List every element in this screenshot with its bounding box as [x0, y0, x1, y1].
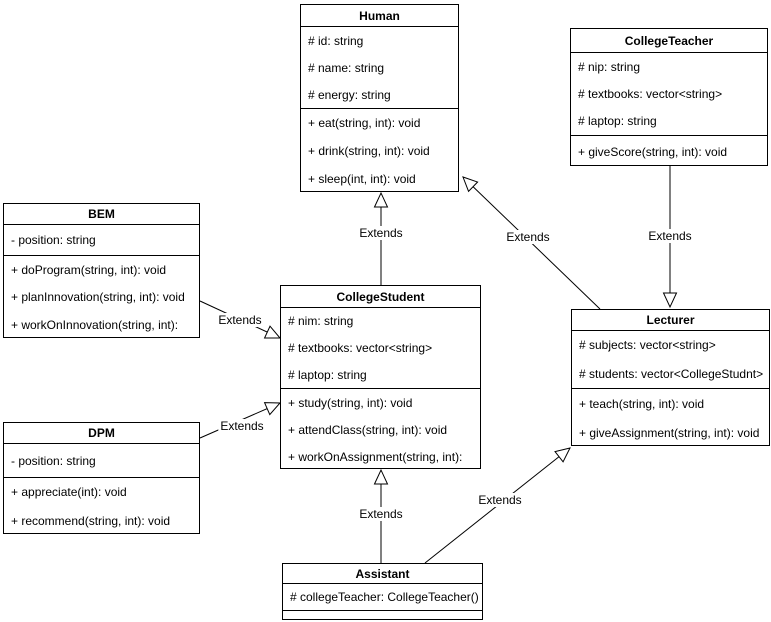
class-method: + planInnovation(string, int): void: [11, 290, 185, 305]
class-method: + workOnInnovation(string, int):: [11, 318, 179, 333]
class-attribute: # id: string: [308, 33, 364, 48]
class-name-bem: BEM: [4, 204, 199, 225]
class-box-assistant[interactable]: Assistant # collegeTeacher: CollegeTeache…: [282, 563, 483, 620]
methods-compartment: [283, 611, 482, 621]
class-name-human: Human: [301, 5, 458, 27]
class-method: + appreciate(int): void: [11, 485, 127, 500]
attributes-compartment: - position: string: [4, 225, 199, 256]
class-attribute: # subjects: vector<string>: [579, 338, 716, 353]
attributes-compartment: # id: string # name: string # energy: stri…: [301, 27, 458, 109]
class-attribute: # laptop: string: [288, 367, 367, 382]
class-method: + recommend(string, int): void: [11, 513, 171, 528]
class-method: + doProgram(string, int): void: [11, 262, 167, 277]
edge-label-assistant-extends-collegestudent: Extends: [357, 507, 405, 521]
class-name-lecturer: Lecturer: [572, 310, 769, 331]
edge-label-dpm-extends-collegestudent: Extends: [218, 419, 266, 433]
edge-label-collegeteacher-extends-lecturer: Extends: [646, 229, 694, 243]
class-attribute: # collegeTeacher: CollegeTeacher(): [290, 590, 479, 604]
class-box-dpm[interactable]: DPM - position: string + appreciate(int): …: [3, 422, 200, 534]
class-attribute: - position: string: [11, 233, 96, 247]
class-box-human[interactable]: Human # id: string # name: string # energy:…: [300, 4, 459, 192]
class-attribute: # textbooks: vector<string>: [578, 86, 723, 101]
methods-compartment: + appreciate(int): void + recommend(strin…: [4, 478, 199, 535]
class-box-bem[interactable]: BEM - position: string + doProgram(string,…: [3, 203, 200, 338]
class-box-lecturer[interactable]: Lecturer # subjects: vector<string> # stud…: [571, 309, 770, 446]
edge-label-lecturer-extends-human: Extends: [504, 230, 552, 244]
class-name-dpm: DPM: [4, 423, 199, 444]
class-attribute: # energy: string: [308, 87, 391, 102]
attributes-compartment: # collegeTeacher: CollegeTeacher(): [283, 584, 482, 611]
class-name-assistant: Assistant: [283, 564, 482, 584]
class-attribute: # students: vector<CollegeStudnt>: [579, 366, 764, 381]
edge-label-assistant-extends-lecturer: Extends: [476, 493, 524, 507]
class-name-college-student: CollegeStudent: [281, 286, 480, 308]
attributes-compartment: # nim: string # textbooks: vector<string>…: [281, 308, 480, 389]
class-method: + giveAssignment(string, int): void: [579, 425, 760, 440]
class-box-college-teacher[interactable]: CollegeTeacher # nip: string # textbooks: …: [570, 28, 768, 166]
methods-compartment: + teach(string, int): void + giveAssignme…: [572, 389, 769, 447]
class-name-college-teacher: CollegeTeacher: [571, 29, 767, 53]
edge-label-collegestudent-extends-human: Extends: [357, 226, 405, 240]
class-attribute: - position: string: [11, 453, 96, 468]
class-attribute: # name: string: [308, 60, 385, 75]
class-method: + teach(string, int): void: [579, 396, 705, 411]
methods-compartment: + giveScore(string, int): void: [571, 136, 767, 167]
methods-compartment: + doProgram(string, int): void + planInno…: [4, 256, 199, 339]
class-method: + drink(string, int): void: [308, 144, 430, 158]
class-box-college-student[interactable]: CollegeStudent # nim: string # textbooks: …: [280, 285, 481, 469]
class-method: + workOnAssignment(string, int):: [288, 449, 463, 464]
class-attribute: # laptop: string: [578, 114, 657, 129]
attributes-compartment: - position: string: [4, 444, 199, 478]
class-method: + sleep(int, int): void: [308, 172, 416, 186]
methods-compartment: + study(string, int): void + attendClass(…: [281, 389, 480, 470]
class-method: + giveScore(string, int): void: [578, 144, 728, 159]
class-attribute: # nip: string: [578, 59, 641, 74]
attributes-compartment: # subjects: vector<string> # students: ve…: [572, 331, 769, 389]
edge-label-bem-extends-collegestudent: Extends: [216, 313, 264, 327]
class-attribute: # nim: string: [288, 314, 354, 329]
class-attribute: # textbooks: vector<string>: [288, 340, 433, 355]
class-method: + study(string, int): void: [288, 395, 413, 410]
attributes-compartment: # nip: string # textbooks: vector<string>…: [571, 53, 767, 136]
methods-compartment: + eat(string, int): void + drink(string, …: [301, 109, 458, 193]
class-method: + attendClass(string, int): void: [288, 422, 448, 437]
class-method: + eat(string, int): void: [308, 116, 421, 130]
